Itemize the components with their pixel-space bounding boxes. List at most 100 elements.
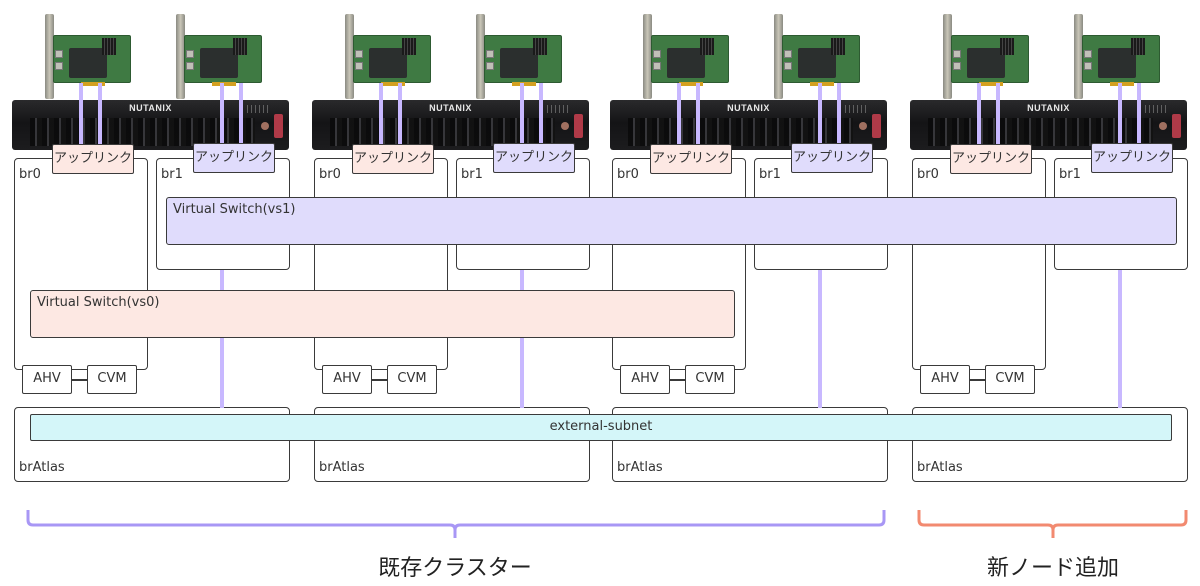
nic-port-icon	[55, 50, 63, 58]
nic-port-icon	[653, 50, 661, 58]
nic-bracket-icon	[345, 14, 354, 99]
nic-heatsink-icon	[533, 38, 547, 55]
br1-to-bratlas-link	[1118, 270, 1122, 408]
cvm-box: CVM	[685, 365, 735, 394]
nic-connector-icon	[1110, 82, 1134, 86]
bridge-bratlas-label: brAtlas	[319, 460, 365, 475]
uplink-br1: アップリンク	[791, 143, 873, 173]
nic-bracket-icon	[45, 14, 54, 99]
ahv-box: AHV	[22, 365, 72, 394]
uplink-br0: アップリンク	[52, 144, 134, 174]
bridge-bratlas-label: brAtlas	[617, 460, 663, 475]
nic-chip-icon	[500, 48, 538, 78]
uplink-cable	[1118, 83, 1122, 145]
ahv-box: AHV	[620, 365, 670, 394]
virtual-switch-vs0: Virtual Switch(vs0)	[30, 290, 735, 338]
uplink-cable	[220, 83, 224, 145]
bridge-bratlas-label: brAtlas	[917, 460, 963, 475]
uplink-br0: アップリンク	[352, 144, 434, 174]
cvm-box: CVM	[985, 365, 1035, 394]
nic-bracket-icon	[176, 14, 185, 99]
nic-port-icon	[355, 50, 363, 58]
uplink-cable	[239, 83, 243, 145]
nic-connector-icon	[979, 82, 1003, 86]
uplink-cable	[398, 83, 402, 145]
server-brand: NUTANIX	[727, 103, 770, 113]
br1-to-bratlas-link	[818, 270, 822, 408]
uplink-cable	[696, 83, 700, 145]
existing-cluster-caption: 既存クラスター	[378, 556, 532, 581]
nic-port-icon	[653, 62, 661, 70]
ahv-cvm-link	[72, 379, 87, 381]
server-brand: NUTANIX	[429, 103, 472, 113]
uplink-cable	[677, 83, 681, 145]
uplink-br1: アップリンク	[493, 143, 575, 173]
nic-heatsink-icon	[402, 38, 416, 55]
nic-port-icon	[186, 62, 194, 70]
uplink-br0: アップリンク	[650, 144, 732, 174]
uplink-br1: アップリンク	[1091, 143, 1173, 173]
bridge-br0	[314, 158, 448, 370]
nic-bracket-icon	[476, 14, 485, 99]
uplink-cable	[98, 83, 102, 145]
uplink-cable	[996, 83, 1000, 145]
bridge-bratlas-label: brAtlas	[19, 460, 65, 475]
nic-connector-icon	[512, 82, 536, 86]
br1-to-bratlas-link	[220, 270, 224, 408]
nic-chip-icon	[1098, 48, 1136, 78]
uplink-cable	[539, 83, 543, 145]
nic-port-icon	[186, 50, 194, 58]
nic-chip-icon	[69, 48, 107, 78]
uplink-cable	[379, 83, 383, 145]
nic-heatsink-icon	[700, 38, 714, 55]
nic-chip-icon	[369, 48, 407, 78]
server-brand: NUTANIX	[1027, 103, 1070, 113]
cvm-box: CVM	[387, 365, 437, 394]
bridge-br0	[912, 158, 1046, 370]
nic-port-icon	[953, 62, 961, 70]
nic-port-icon	[784, 50, 792, 58]
server-brand: NUTANIX	[129, 103, 172, 113]
br1-to-bratlas-link	[520, 270, 524, 408]
nic-connector-icon	[381, 82, 405, 86]
uplink-cable	[1137, 83, 1141, 145]
nic-connector-icon	[81, 82, 105, 86]
new-node-bracket	[917, 510, 1188, 538]
ahv-box: AHV	[920, 365, 970, 394]
nic-bracket-icon	[943, 14, 952, 99]
bridge-br1-label: br1	[161, 167, 183, 182]
ahv-cvm-link	[670, 379, 685, 381]
nic-heatsink-icon	[233, 38, 247, 55]
nic-chip-icon	[798, 48, 836, 78]
nic-connector-icon	[679, 82, 703, 86]
bridge-br0	[14, 158, 148, 370]
nic-port-icon	[355, 62, 363, 70]
nic-bracket-icon	[774, 14, 783, 99]
uplink-cable	[837, 83, 841, 145]
bridge-br0-label: br0	[617, 167, 639, 182]
nic-heatsink-icon	[102, 38, 116, 55]
ahv-cvm-link	[372, 379, 387, 381]
bridge-br0-label: br0	[319, 167, 341, 182]
nic-heatsink-icon	[1000, 38, 1014, 55]
uplink-cable	[520, 83, 524, 145]
bridge-br0-label: br0	[917, 167, 939, 182]
nic-chip-icon	[967, 48, 1005, 78]
cvm-box: CVM	[87, 365, 137, 394]
vs0-label: Virtual Switch(vs0)	[37, 295, 160, 310]
nic-heatsink-icon	[1131, 38, 1145, 55]
nic-bracket-icon	[643, 14, 652, 99]
nic-connector-icon	[810, 82, 834, 86]
nic-port-icon	[486, 62, 494, 70]
bridge-br1-label: br1	[1059, 167, 1081, 182]
nic-bracket-icon	[1074, 14, 1083, 99]
uplink-cable	[818, 83, 822, 145]
nic-port-icon	[1084, 50, 1092, 58]
bridge-br0-label: br0	[19, 167, 41, 182]
nic-port-icon	[55, 62, 63, 70]
virtual-switch-vs1: Virtual Switch(vs1)	[166, 197, 1177, 245]
group-brackets	[26, 510, 1188, 538]
nic-heatsink-icon	[831, 38, 845, 55]
nic-port-icon	[953, 50, 961, 58]
nic-port-icon	[784, 62, 792, 70]
